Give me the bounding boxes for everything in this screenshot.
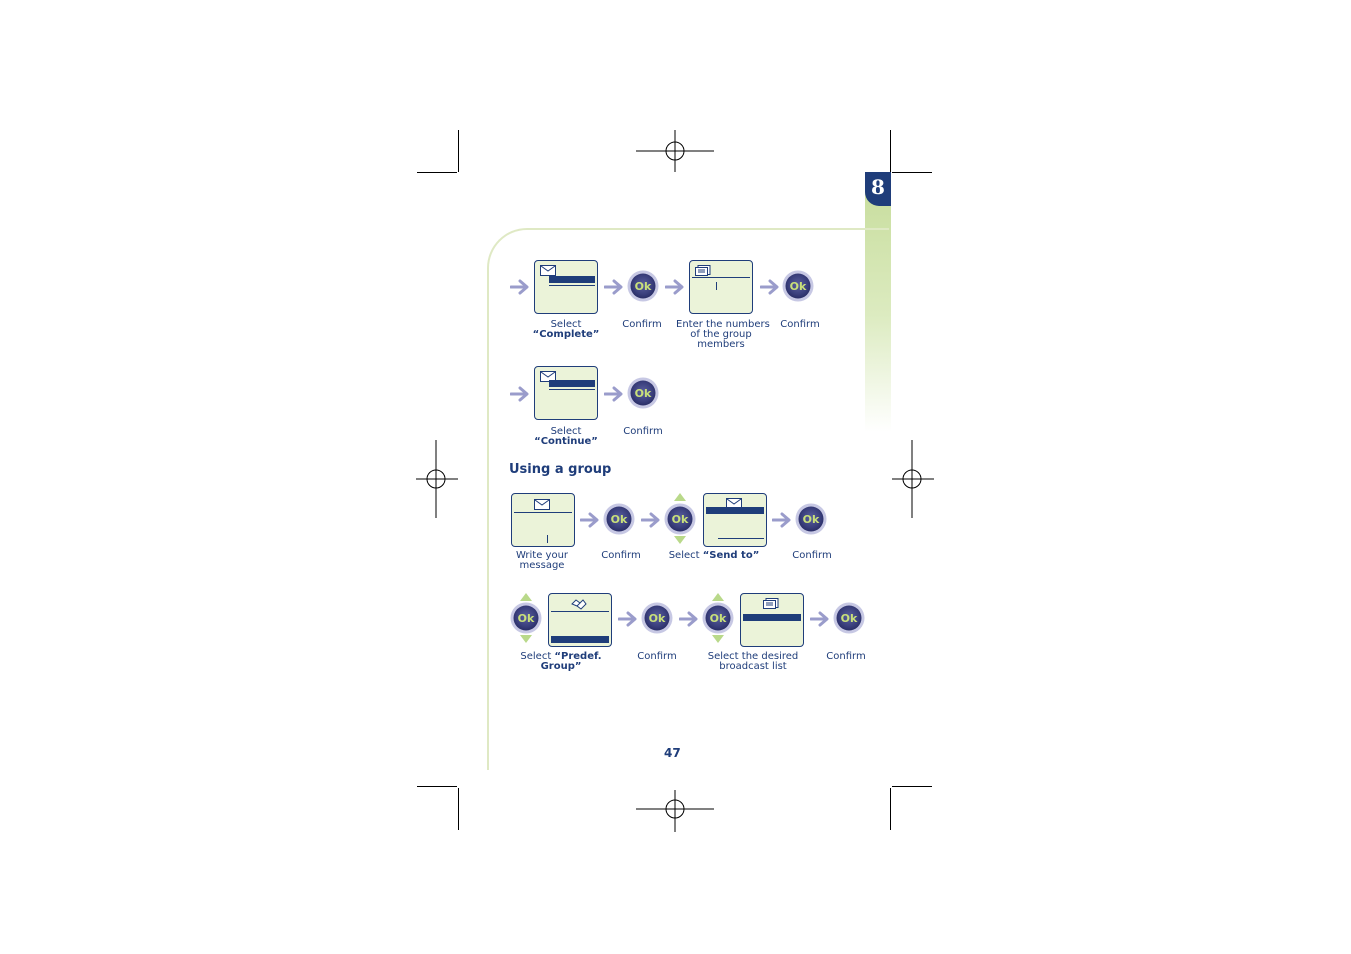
phone-screen bbox=[548, 593, 612, 647]
phone-screen bbox=[703, 493, 767, 547]
section-heading: Using a group bbox=[509, 462, 612, 477]
arrow-right-icon bbox=[760, 279, 779, 295]
arrow-right-icon bbox=[665, 279, 684, 295]
crop-mark bbox=[458, 788, 459, 830]
phone-screen bbox=[511, 493, 575, 547]
caption-select-send-to: Select “Send to” bbox=[668, 550, 760, 561]
registration-mark-icon bbox=[416, 440, 458, 518]
arrow-right-icon bbox=[679, 611, 698, 627]
crop-mark bbox=[892, 172, 932, 173]
arrow-right-icon bbox=[604, 279, 623, 295]
phone-screen bbox=[534, 260, 598, 314]
ok-button[interactable]: Ok bbox=[627, 377, 659, 409]
svg-text:Ok: Ok bbox=[635, 280, 652, 293]
caption-confirm: Confirm bbox=[601, 550, 641, 561]
chapter-bar bbox=[865, 172, 891, 432]
crop-mark bbox=[890, 130, 891, 172]
phone-screen bbox=[689, 260, 753, 314]
arrow-right-icon bbox=[580, 512, 599, 528]
scroll-up-icon bbox=[520, 593, 532, 601]
caption-write-message: Write your message bbox=[515, 550, 569, 571]
scroll-up-icon bbox=[712, 593, 724, 601]
ok-button[interactable]: Ok bbox=[782, 270, 814, 302]
crop-mark bbox=[417, 786, 457, 787]
arrow-right-icon bbox=[510, 279, 529, 295]
crop-mark bbox=[417, 172, 457, 173]
registration-mark-icon bbox=[636, 790, 714, 832]
ok-button[interactable]: Ok bbox=[833, 602, 865, 634]
envelope-icon bbox=[540, 371, 556, 382]
svg-text:Ok: Ok bbox=[649, 612, 666, 625]
envelope-icon bbox=[534, 499, 550, 510]
arrow-right-icon bbox=[618, 611, 637, 627]
group-message-icon bbox=[695, 265, 711, 276]
chapter-number: 8 bbox=[865, 172, 891, 206]
caption-select-complete: Select “Complete” bbox=[532, 319, 600, 340]
crop-mark bbox=[892, 786, 932, 787]
scroll-down-icon bbox=[674, 536, 686, 544]
svg-text:Ok: Ok bbox=[790, 280, 807, 293]
svg-text:Ok: Ok bbox=[518, 612, 535, 625]
svg-text:Ok: Ok bbox=[672, 513, 689, 526]
caption-confirm: Confirm bbox=[637, 651, 677, 662]
caption-confirm: Confirm bbox=[826, 651, 866, 662]
handshake-icon bbox=[571, 599, 587, 610]
scroll-down-icon bbox=[712, 635, 724, 643]
scroll-down-icon bbox=[520, 635, 532, 643]
caption-select-broadcast-list: Select the desired broadcast list bbox=[707, 651, 799, 672]
svg-text:Ok: Ok bbox=[710, 612, 727, 625]
arrow-right-icon bbox=[641, 512, 660, 528]
svg-text:Ok: Ok bbox=[803, 513, 820, 526]
ok-navigation-button[interactable]: Ok bbox=[702, 602, 734, 634]
scroll-up-icon bbox=[674, 493, 686, 501]
ok-button[interactable]: Ok bbox=[603, 503, 635, 535]
caption-confirm: Confirm bbox=[623, 426, 663, 437]
ok-button[interactable]: Ok bbox=[627, 270, 659, 302]
ok-navigation-button[interactable]: Ok bbox=[664, 503, 696, 535]
svg-text:Ok: Ok bbox=[635, 387, 652, 400]
arrow-right-icon bbox=[772, 512, 791, 528]
caption-confirm: Confirm bbox=[622, 319, 662, 330]
crop-mark bbox=[458, 130, 459, 172]
ok-button[interactable]: Ok bbox=[795, 503, 827, 535]
ok-navigation-button[interactable]: Ok bbox=[510, 602, 542, 634]
registration-mark-icon bbox=[636, 130, 714, 172]
content-frame bbox=[487, 228, 889, 770]
ok-button[interactable]: Ok bbox=[641, 602, 673, 634]
caption-enter-numbers: Enter the numbers of the group members bbox=[676, 319, 770, 350]
arrow-right-icon bbox=[510, 386, 529, 402]
phone-screen bbox=[534, 366, 598, 420]
svg-text:Ok: Ok bbox=[841, 612, 858, 625]
page-number: 47 bbox=[664, 746, 681, 760]
envelope-icon bbox=[540, 265, 556, 276]
crop-mark bbox=[890, 788, 891, 830]
arrow-right-icon bbox=[810, 611, 829, 627]
caption-confirm: Confirm bbox=[780, 319, 820, 330]
phone-screen bbox=[740, 593, 804, 647]
caption-select-predef-group: Select “Predef. Group” bbox=[520, 651, 602, 672]
registration-mark-icon bbox=[892, 440, 934, 518]
arrow-right-icon bbox=[604, 386, 623, 402]
caption-confirm: Confirm bbox=[792, 550, 832, 561]
group-message-icon bbox=[763, 598, 779, 609]
svg-text:Ok: Ok bbox=[611, 513, 628, 526]
caption-select-continue: Select “Continue” bbox=[534, 426, 598, 447]
